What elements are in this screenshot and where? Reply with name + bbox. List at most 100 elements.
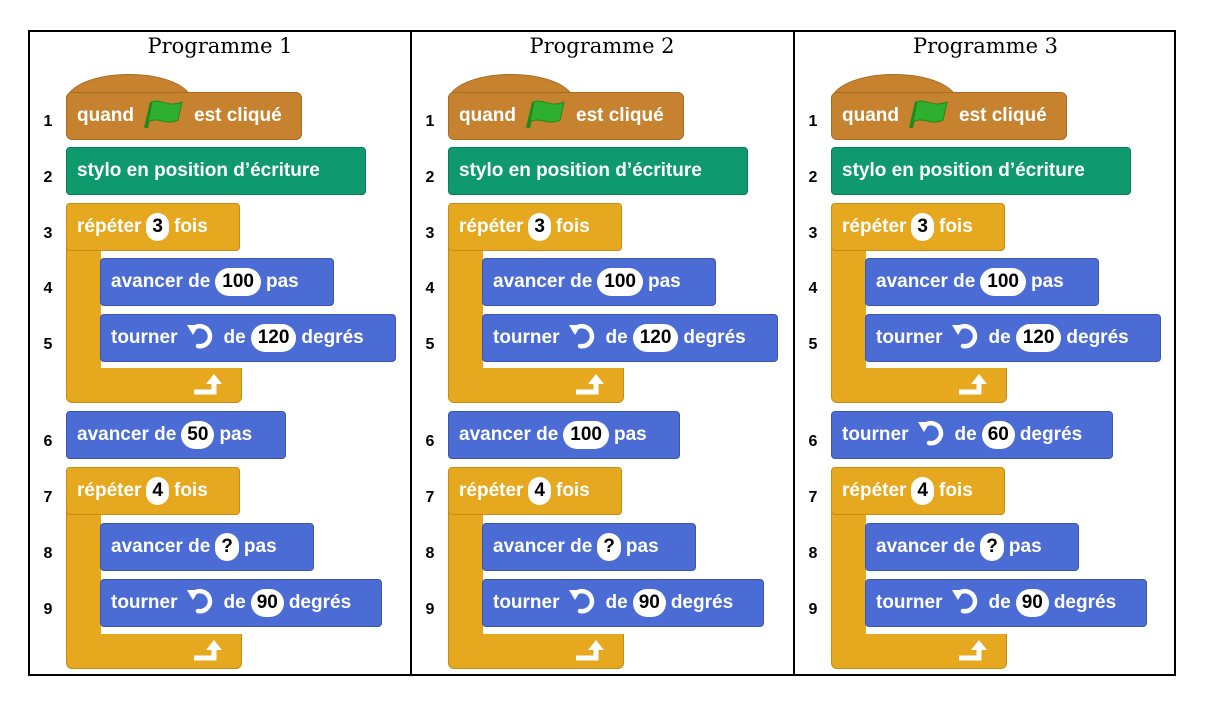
block-label: pas: [219, 424, 253, 445]
block-label: stylo en position d’écriture: [77, 160, 320, 181]
block-label: pas: [648, 271, 681, 292]
block-label: pas: [1008, 536, 1042, 557]
line-number: 3: [808, 225, 818, 242]
block-label: degrés: [1019, 424, 1083, 445]
block-label: quand: [459, 105, 516, 126]
block-label: stylo en position d’écriture: [459, 160, 702, 181]
block-label: répéter: [459, 216, 524, 237]
block-label: répéter: [459, 480, 524, 501]
block-label: pas: [625, 536, 659, 557]
move-steps: 100: [597, 268, 643, 296]
pen-down-block[interactable]: stylo en position d’écriture: [831, 147, 1131, 195]
column-divider: [410, 32, 412, 674]
line-number: 7: [808, 489, 818, 506]
block-label: avancer de: [876, 536, 976, 557]
block-label: avancer de: [459, 424, 559, 445]
line-number: 2: [808, 169, 818, 186]
green-flag-icon: [524, 96, 568, 136]
block-label: tourner: [493, 327, 560, 348]
move-block[interactable]: avancer de?pas: [865, 523, 1079, 571]
line-number: 5: [43, 336, 53, 353]
block-label: tourner: [493, 592, 560, 613]
repeat-block-wall: [448, 496, 483, 638]
block-label: fois: [556, 216, 590, 237]
rotate-left-icon: [951, 586, 981, 620]
move-steps: 100: [980, 268, 1026, 296]
loop-arrow-icon: [957, 638, 995, 669]
move-block[interactable]: avancer de?pas: [100, 523, 314, 571]
block-label: pas: [243, 536, 277, 557]
repeat-block-wall: [831, 232, 866, 372]
block-label: degrés: [670, 592, 734, 613]
block-label: pas: [614, 424, 647, 445]
block-label: de: [605, 327, 628, 348]
line-number: 5: [425, 336, 435, 353]
line-number: 8: [808, 545, 818, 562]
loop-arrow-icon: [192, 372, 230, 403]
repeat-block-wall: [831, 496, 866, 638]
block-label: de: [223, 592, 246, 613]
block-label: degrés: [288, 592, 352, 613]
pen-down-block[interactable]: stylo en position d’écriture: [66, 147, 366, 195]
green-flag-icon: [907, 96, 951, 136]
repeat-count: 3: [146, 213, 169, 241]
block-label: degrés: [1053, 592, 1117, 613]
line-number: 2: [425, 169, 435, 186]
block-label: avancer de: [876, 271, 976, 292]
block-label: avancer de: [111, 536, 211, 557]
line-number: 1: [43, 113, 53, 130]
line-number: 1: [425, 113, 435, 130]
pen-down-block[interactable]: stylo en position d’écriture: [448, 147, 748, 195]
block-label: de: [988, 327, 1011, 348]
column-divider: [793, 32, 795, 674]
line-number: 9: [808, 601, 818, 618]
block-label: fois: [556, 480, 590, 501]
line-number: 6: [425, 433, 435, 450]
block-label: avancer de: [77, 424, 177, 445]
turn-degrees: 90: [1015, 589, 1049, 617]
turn-degrees: 90: [632, 589, 666, 617]
block-label: quand: [77, 105, 134, 126]
block-label: répéter: [842, 480, 907, 501]
move-block[interactable]: avancer de?pas: [482, 523, 696, 571]
rotate-left-icon: [568, 321, 598, 355]
line-number: 4: [425, 280, 435, 297]
line-number: 5: [808, 336, 818, 353]
block-label: de: [954, 424, 977, 445]
program-title: Programme 1: [147, 34, 293, 58]
line-number: 3: [425, 225, 435, 242]
block-label: pas: [266, 271, 299, 292]
loop-arrow-icon: [192, 638, 230, 669]
move-steps: 100: [215, 268, 261, 296]
block-label: fois: [939, 216, 973, 237]
loop-arrow-icon: [574, 372, 612, 403]
repeat-count: 3: [528, 213, 551, 241]
line-number: 7: [425, 489, 435, 506]
line-number: 3: [43, 225, 53, 242]
line-number: 6: [808, 433, 818, 450]
program-title: Programme 2: [529, 34, 675, 58]
repeat-count: 4: [528, 477, 551, 505]
turn-degrees: 120: [1015, 324, 1062, 352]
